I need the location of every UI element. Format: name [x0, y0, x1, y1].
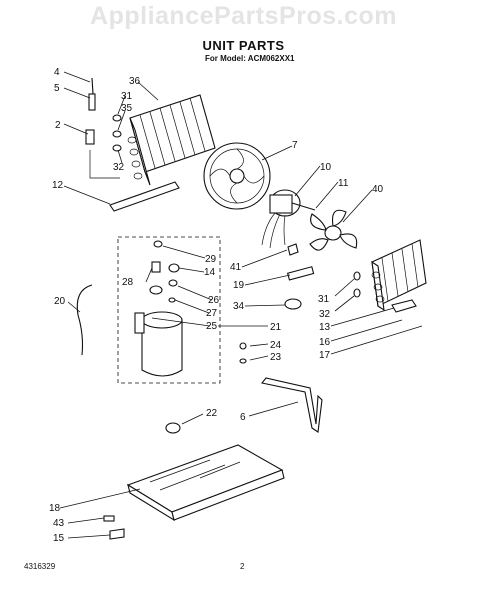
callout-6: 6 [240, 412, 246, 423]
callout-43: 43 [53, 518, 65, 529]
callout-11: 11 [338, 178, 349, 189]
drain-tube [109, 181, 180, 212]
callout-12: 12 [52, 180, 64, 191]
leader-lines [59, 71, 423, 539]
callout-35: 35 [121, 103, 133, 114]
fan-motor [261, 189, 316, 249]
evaporator-fan [309, 209, 358, 251]
callout-31-right: 31 [318, 294, 330, 305]
callout-10: 10 [320, 162, 332, 173]
base-pan [126, 444, 285, 522]
callout-15: 15 [53, 533, 65, 544]
callout-41: 41 [230, 262, 242, 273]
callout-29: 29 [205, 254, 217, 265]
page-number: 2 [240, 562, 245, 571]
bracket [109, 528, 125, 540]
evaporator-coil [371, 239, 427, 312]
callout-40: 40 [372, 184, 384, 195]
page-title: UNIT PARTS [202, 38, 285, 53]
compressor-group-box [117, 236, 221, 384]
condenser-coil [127, 94, 216, 186]
callout-22: 22 [206, 408, 218, 419]
callout-31: 31 [121, 91, 133, 102]
callout-2: 2 [55, 120, 61, 131]
compressor [134, 240, 247, 377]
capillary-parts [85, 77, 122, 179]
callout-5: 5 [54, 83, 60, 94]
callout-14: 14 [204, 267, 216, 278]
model-subtitle: For Model: ACM062XX1 [205, 54, 295, 63]
callout-32: 32 [113, 162, 125, 173]
callout-17: 17 [319, 350, 331, 361]
watermark: AppliancePartsPros.com [90, 2, 397, 30]
callout-18: 18 [49, 503, 61, 514]
document-number: 4316329 [24, 562, 56, 571]
callout-36: 36 [129, 76, 141, 87]
power-cord [76, 284, 93, 356]
callout-4: 4 [54, 67, 60, 78]
callout-28: 28 [122, 277, 134, 288]
callout-23: 23 [270, 352, 282, 363]
callout-24: 24 [270, 340, 282, 351]
callout-20: 20 [54, 296, 66, 307]
callout-25: 25 [206, 321, 218, 332]
callout-labels: 4 5 36 31 35 2 32 12 7 10 11 40 29 14 28… [49, 67, 384, 544]
callout-26: 26 [208, 295, 220, 306]
callout-32-right: 32 [319, 309, 331, 320]
callout-16: 16 [319, 337, 331, 348]
callout-19: 19 [233, 280, 245, 291]
small-fittings [284, 243, 417, 313]
callout-34: 34 [233, 301, 245, 312]
grommet [165, 422, 181, 434]
callout-7: 7 [292, 140, 298, 151]
callout-27: 27 [206, 308, 218, 319]
screw [103, 515, 115, 522]
callout-21: 21 [270, 322, 282, 333]
callout-13: 13 [319, 322, 331, 333]
tube-assembly [261, 377, 323, 433]
condenser-fan [203, 142, 271, 210]
